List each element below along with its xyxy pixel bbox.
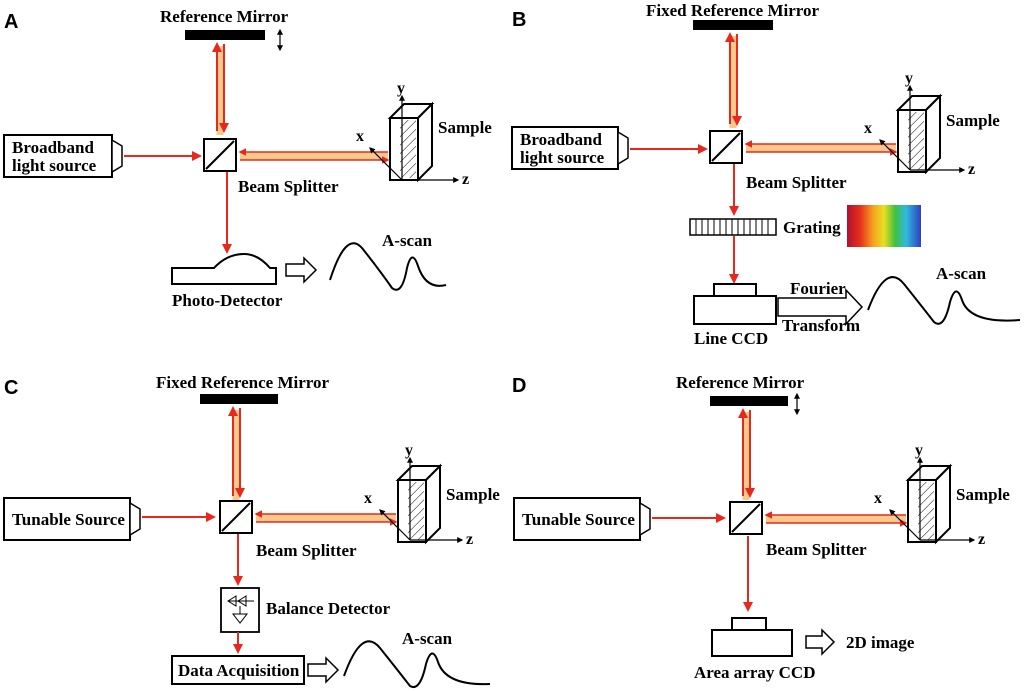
svg-text:y: y xyxy=(915,442,923,459)
reference-mirror-label: Reference Mirror xyxy=(676,373,805,392)
beam-splitter xyxy=(729,501,763,535)
spectrum-swatch xyxy=(847,205,921,247)
output-arrow-icon xyxy=(805,628,836,656)
broadband-light-source: Broadband light source xyxy=(3,134,123,178)
svg-text:Broadband: Broadband xyxy=(12,138,94,157)
tunable-source: Tunable Source xyxy=(513,497,651,541)
balance-detector-label: Balance Detector xyxy=(266,599,391,618)
xyz-axes: y z x xyxy=(864,70,975,178)
line-ccd-label: Line CCD xyxy=(694,329,768,348)
beam-splitter xyxy=(219,500,253,534)
panel-d: D Reference Mirror Tunable Source Beam S… xyxy=(512,373,1010,682)
svg-text:light source: light source xyxy=(520,148,605,167)
fixed-reference-mirror-label: Fixed Reference Mirror xyxy=(156,373,330,392)
balance-detector xyxy=(220,587,260,633)
svg-text:x: x xyxy=(864,120,872,137)
area-array-ccd xyxy=(711,617,793,657)
a-scan-label: A-scan xyxy=(936,264,987,283)
sample-label: Sample xyxy=(446,485,500,504)
grating xyxy=(689,218,777,236)
xyz-axes: y z x xyxy=(874,442,985,548)
xyz-axes: y z x xyxy=(364,442,473,548)
xyz-axes: y z x xyxy=(356,80,469,188)
grating-label: Grating xyxy=(783,218,841,237)
svg-text:x: x xyxy=(356,128,364,145)
a-scan-waveform xyxy=(343,640,491,688)
reference-mirror xyxy=(185,30,265,40)
svg-text:z: z xyxy=(978,531,985,548)
beam-splitter xyxy=(203,138,237,172)
beam-splitter-label: Beam Splitter xyxy=(746,173,847,192)
panel-a: A Reference Mirror Broadband light sourc… xyxy=(3,7,492,310)
a-scan-waveform xyxy=(329,242,447,291)
beam-splitter xyxy=(709,130,743,164)
tunable-source: Tunable Source xyxy=(3,497,141,541)
panel-b: B Fixed Reference Mirror Broadband light… xyxy=(511,1,1021,348)
panel-c: C Fixed Reference Mirror Tunable Source … xyxy=(3,373,500,688)
broadband-light-source: Broadband light source xyxy=(511,126,629,170)
svg-text:y: y xyxy=(397,80,405,97)
sample-block xyxy=(389,103,433,181)
svg-text:x: x xyxy=(874,490,882,507)
panel-b-letter: B xyxy=(512,9,526,31)
photo-detector-label: Photo-Detector xyxy=(172,291,283,310)
sample-label: Sample xyxy=(438,118,492,137)
output-arrow-icon xyxy=(307,656,340,684)
svg-text:Tunable Source: Tunable Source xyxy=(12,510,125,529)
beam-splitter-label: Beam Splitter xyxy=(256,541,357,560)
svg-text:y: y xyxy=(405,442,413,459)
area-array-ccd-label: Area array CCD xyxy=(694,663,815,682)
sample-label: Sample xyxy=(956,485,1010,504)
panel-d-letter: D xyxy=(512,375,526,397)
data-acquisition-label: Data Acquisition xyxy=(178,661,300,680)
fourier-label: Fourier xyxy=(790,279,846,298)
svg-text:y: y xyxy=(905,70,913,87)
svg-text:light source: light source xyxy=(12,156,97,175)
output-arrow-icon xyxy=(285,256,318,284)
fixed-reference-mirror-label: Fixed Reference Mirror xyxy=(646,1,820,20)
reference-mirror-label: Reference Mirror xyxy=(160,7,289,26)
svg-text:x: x xyxy=(364,490,372,507)
line-ccd xyxy=(693,283,777,325)
sample-block xyxy=(397,465,441,543)
sample-label: Sample xyxy=(946,111,1000,130)
svg-text:Tunable Source: Tunable Source xyxy=(522,510,635,529)
beam-splitter-label: Beam Splitter xyxy=(766,540,867,559)
fourier-arrow-icon xyxy=(777,288,864,326)
data-acquisition-box: Data Acquisition xyxy=(171,655,305,685)
a-scan-waveform xyxy=(867,276,1021,325)
svg-text:z: z xyxy=(968,161,975,178)
2d-image-label: 2D image xyxy=(846,633,915,652)
a-scan-label: A-scan xyxy=(402,629,453,648)
photo-detector xyxy=(171,252,277,285)
reference-mirror xyxy=(200,394,278,404)
svg-text:z: z xyxy=(466,531,473,548)
sample-block xyxy=(907,465,951,543)
beam-splitter-label: Beam Splitter xyxy=(238,177,339,196)
sample-block xyxy=(897,95,941,173)
svg-text:z: z xyxy=(462,171,469,188)
panel-c-letter: C xyxy=(4,377,18,399)
reference-mirror xyxy=(693,20,773,30)
svg-text:Broadband: Broadband xyxy=(520,130,602,149)
reference-mirror xyxy=(710,396,788,406)
panel-a-letter: A xyxy=(4,11,18,33)
a-scan-label: A-scan xyxy=(382,231,433,250)
transform-label: Transform xyxy=(782,316,860,335)
